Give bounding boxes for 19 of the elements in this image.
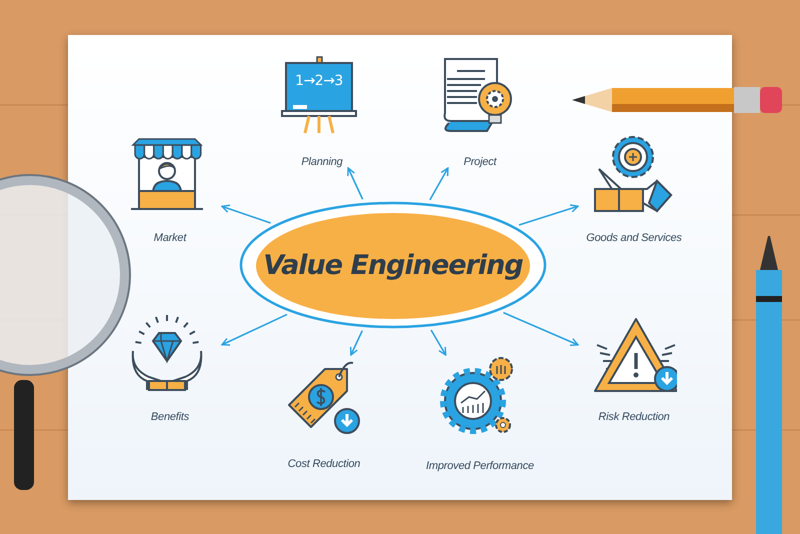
topic-label: Planning [300,156,344,168]
arrow [429,167,449,200]
arrow [347,167,364,200]
topic-label: Market [152,232,188,244]
topic-ellipse [238,200,548,330]
arrow [350,330,363,356]
board-numbers: 1→2→3 [294,72,344,90]
arrow [430,330,446,356]
topic-label: Goods and Services [585,232,683,244]
topic-label: Cost Reduction [286,458,362,470]
arrow [518,204,579,226]
topic-label: Project [462,156,498,168]
topic-label: Risk Reduction [597,411,671,423]
arrow [221,314,288,346]
topic-label: Improved Performance [425,460,535,472]
arrow [503,312,579,346]
topic-label: Benefits [150,411,190,423]
topic-title: Value Engineering [263,250,523,280]
arrow [221,204,271,224]
